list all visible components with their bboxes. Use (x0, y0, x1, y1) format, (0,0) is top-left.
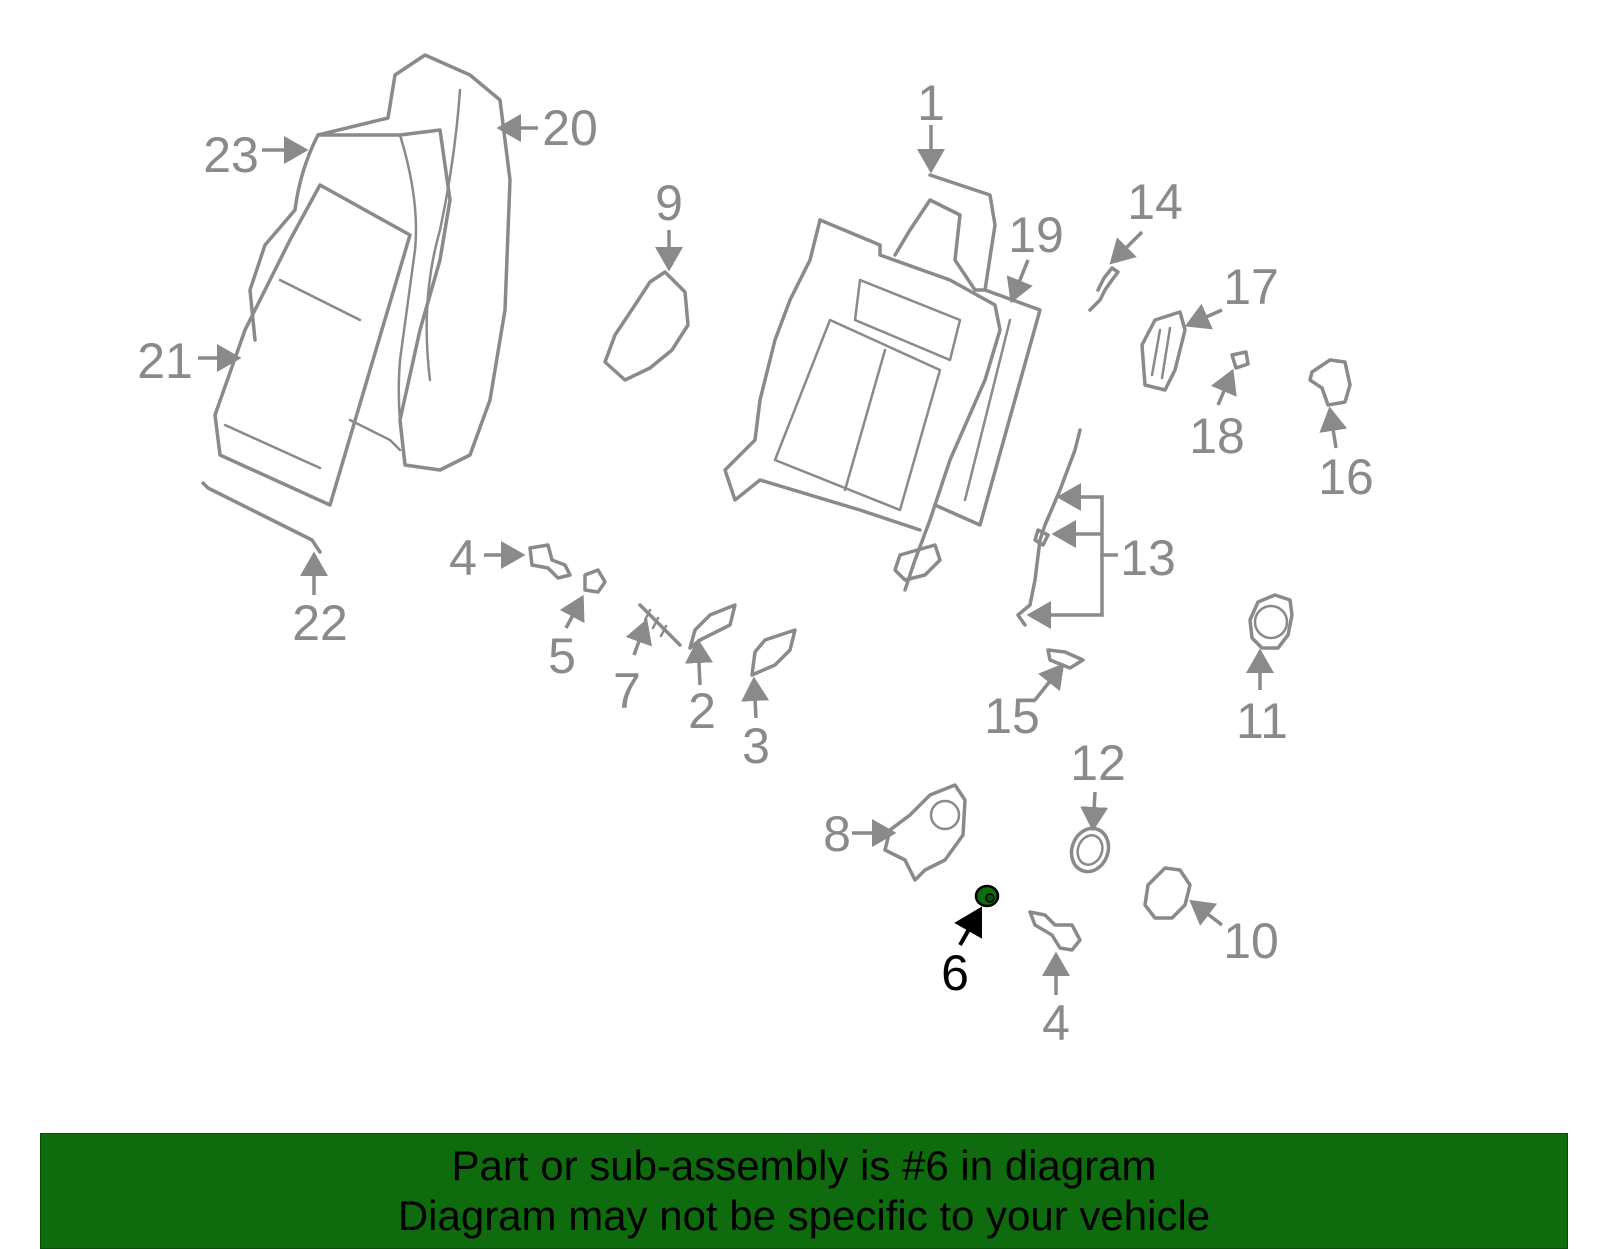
seat-frame-part (723, 173, 1042, 592)
info-banner: Part or sub-assembly is #6 in diagram Di… (40, 1133, 1568, 1249)
callout-13: 13 (1120, 530, 1176, 586)
callout-19: 19 (1008, 207, 1064, 263)
gear-10-part (1143, 866, 1192, 920)
bolt-4-lower-part (1028, 910, 1082, 952)
cover-17-part (1140, 310, 1187, 392)
banner-line-part-number: Part or sub-assembly is #6 in diagram (451, 1142, 1157, 1189)
callout-9: 9 (655, 175, 683, 231)
cover-16-part (1308, 358, 1352, 407)
callout-23: 23 (203, 127, 259, 183)
retainer-rod-part (201, 481, 322, 554)
cover-15-part (1046, 648, 1085, 670)
bracket-2-part (688, 603, 737, 650)
callout-12: 12 (1070, 735, 1126, 791)
highlighted-part-6 (974, 884, 1000, 908)
callout-21: 21 (137, 333, 193, 389)
seat-back-cover-part (213, 53, 512, 507)
bolt-4-upper-part (528, 543, 572, 580)
callout-8: 8 (823, 806, 851, 862)
ring-12-part (1069, 826, 1111, 874)
callout-2: 2 (688, 683, 716, 739)
callout-1: 1 (917, 75, 945, 131)
callout-14: 14 (1127, 174, 1183, 230)
callout-11: 11 (1236, 693, 1288, 749)
gear-11-part (1248, 593, 1294, 650)
callout-6-highlighted: 6 (941, 945, 969, 1001)
callout-18: 18 (1189, 408, 1245, 464)
bracket-8-part (883, 783, 967, 882)
bracket-9-part (603, 270, 690, 382)
bracket-3-part (750, 628, 797, 677)
callout-7: 7 (613, 663, 641, 719)
callout-3: 3 (742, 718, 770, 774)
banner-line-disclaimer: Diagram may not be specific to your vehi… (397, 1192, 1211, 1239)
callout-4-lower: 4 (1042, 995, 1070, 1051)
callout-10: 10 (1223, 913, 1279, 969)
bushing-5-part (583, 568, 607, 594)
spring-7-part (638, 603, 682, 647)
leader-lines (198, 114, 1348, 995)
callout-17: 17 (1223, 259, 1279, 315)
callout-16: 16 (1318, 449, 1374, 505)
callout-5: 5 (548, 628, 576, 684)
parts-diagram: 1 2 3 4 5 6 7 8 9 10 11 12 13 14 15 16 1… (137, 53, 1374, 1051)
callout-4-upper: 4 (449, 530, 477, 586)
spring-14-part (1088, 266, 1120, 312)
cable-13-part (1016, 428, 1082, 627)
callout-22: 22 (292, 595, 348, 651)
callout-20: 20 (542, 100, 598, 156)
clip-18-part (1230, 350, 1250, 370)
callout-15: 15 (984, 688, 1040, 744)
